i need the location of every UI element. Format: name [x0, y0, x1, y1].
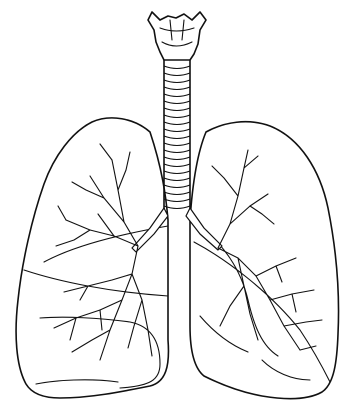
tracheal-ring [164, 87, 190, 90]
tracheal-ring [164, 178, 190, 181]
tracheal-ring [164, 108, 190, 111]
tracheal-ring [164, 143, 190, 146]
tracheal-ring [164, 115, 190, 118]
tracheal-ring [164, 66, 190, 69]
bronchial-tree [54, 144, 322, 360]
left-lung [190, 122, 339, 399]
tracheal-ring [164, 185, 190, 188]
tracheal-ring [164, 136, 190, 139]
tracheal-ring [164, 192, 190, 195]
tracheal-ring [164, 171, 190, 174]
tracheal-ring [164, 94, 190, 97]
tracheal-ring [164, 80, 190, 83]
trachea [164, 60, 190, 212]
tracheal-ring [164, 150, 190, 153]
tracheal-ring [164, 164, 190, 167]
tracheal-ring [164, 206, 190, 209]
tracheal-ring [164, 157, 190, 160]
tracheal-ring [164, 129, 190, 132]
tracheal-ring [164, 73, 190, 76]
right-lung [16, 118, 168, 398]
tracheal-ring [164, 122, 190, 125]
larynx [148, 12, 206, 60]
tracheal-ring [164, 199, 190, 202]
tracheal-ring [164, 101, 190, 104]
